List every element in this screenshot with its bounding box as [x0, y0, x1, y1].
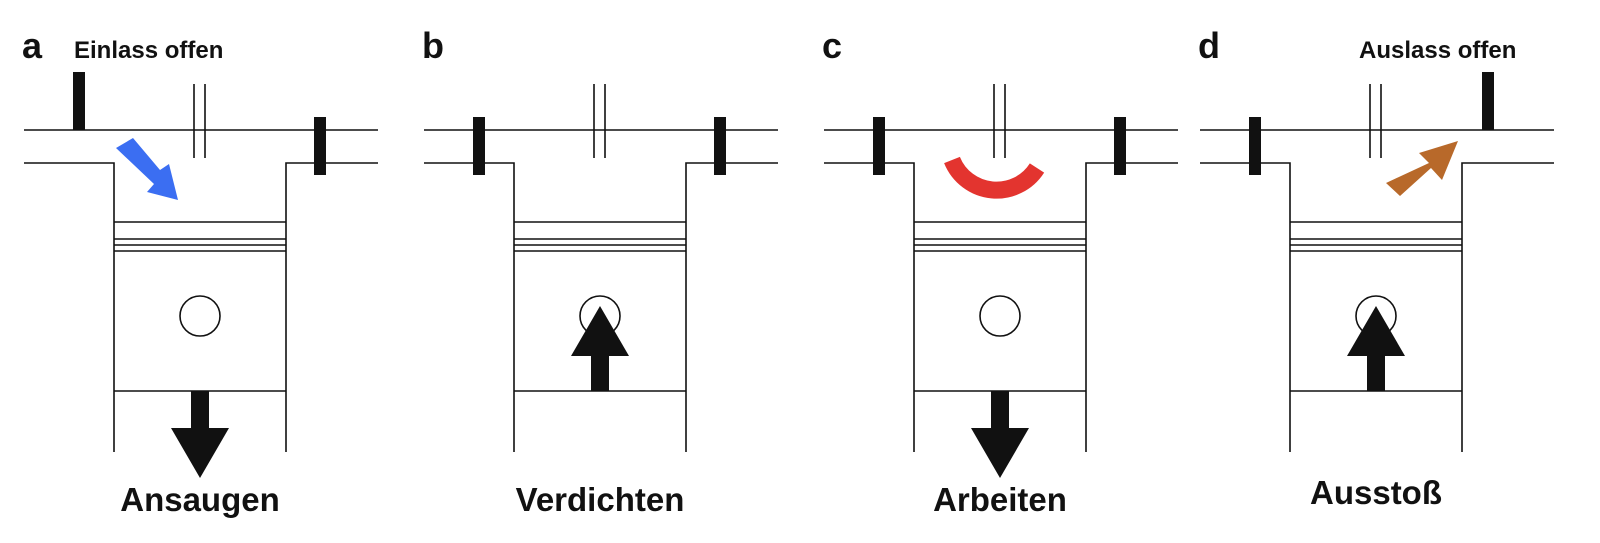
piston — [914, 221, 1086, 392]
arrow-up — [1347, 306, 1405, 391]
piston-pin — [979, 295, 1021, 337]
ignition-arc — [944, 156, 1045, 199]
panel-b: b Verdichten — [422, 25, 778, 518]
stroke-label: Ausstoß — [1310, 474, 1442, 511]
cylinder-head — [1200, 84, 1554, 452]
panel-letter: c — [822, 25, 842, 66]
piston — [114, 221, 286, 392]
panel-d: d Auslass offen Ausstoß — [1198, 25, 1554, 511]
piston-pin — [179, 295, 221, 337]
arrow-down — [971, 391, 1029, 478]
panel-a: a Einlass offen Ansaugen — [22, 25, 378, 518]
valve-status-label: Einlass offen — [74, 37, 223, 64]
panel-letter: a — [22, 25, 43, 66]
stroke-label: Ansaugen — [120, 481, 280, 518]
exhaust-valve — [1482, 72, 1494, 130]
intake-valve — [473, 117, 485, 175]
intake-flow-arrow — [116, 138, 178, 200]
panel-c: c Arbeiten — [822, 25, 1178, 518]
intake-valve — [1249, 117, 1261, 175]
stroke-label: Verdichten — [516, 481, 685, 518]
arrow-down — [171, 391, 229, 478]
valve-status-label: Auslass offen — [1359, 37, 1516, 64]
panel-letter: b — [422, 25, 444, 66]
arrow-up — [571, 306, 629, 391]
exhaust-flow-arrow — [1386, 141, 1458, 196]
exhaust-valve — [714, 117, 726, 175]
exhaust-valve — [314, 117, 326, 175]
intake-valve — [73, 72, 85, 130]
panel-letter: d — [1198, 25, 1220, 66]
stroke-label: Arbeiten — [933, 481, 1067, 518]
intake-valve — [873, 117, 885, 175]
exhaust-valve — [1114, 117, 1126, 175]
